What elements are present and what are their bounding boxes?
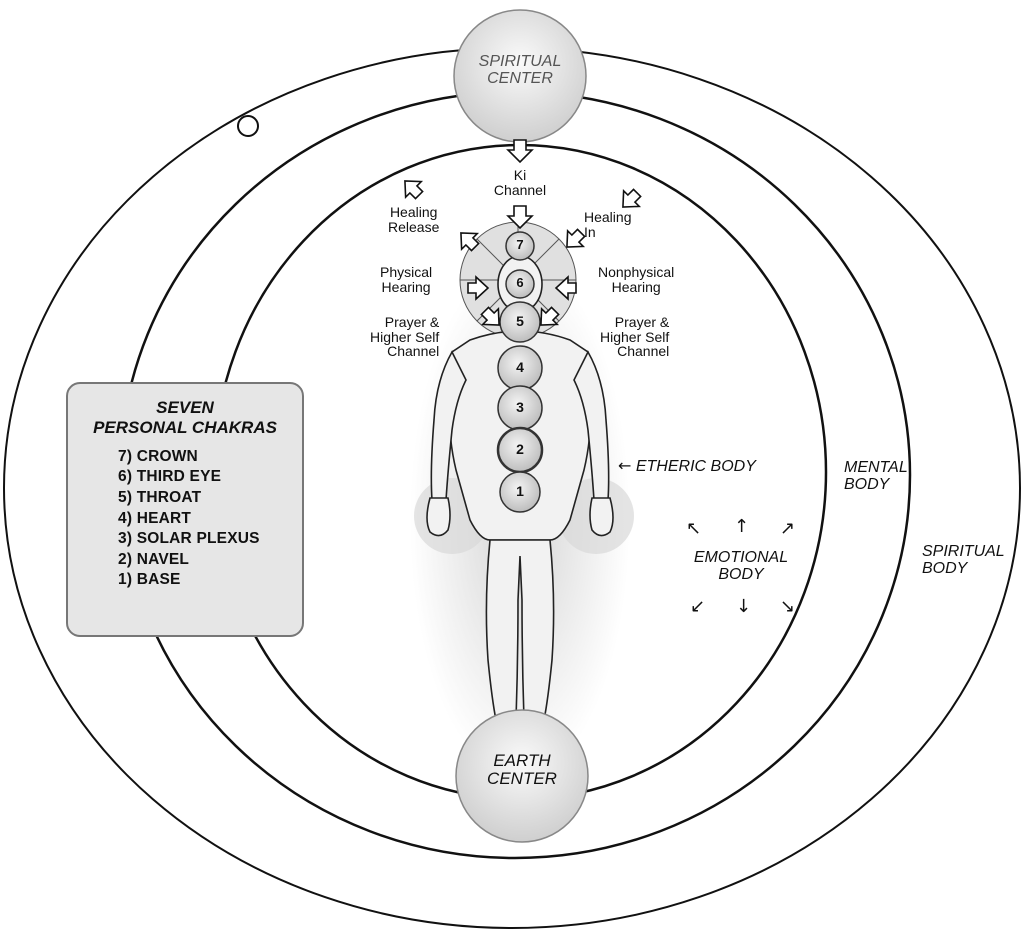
chakra-3-number: 3 bbox=[516, 400, 524, 415]
physical-hearing-line2: Hearing bbox=[380, 280, 432, 295]
chakra-legend: SEVEN PERSONAL CHAKRAS 7) CROWN 6) THIRD… bbox=[66, 382, 304, 637]
prayer-left-line2: Higher Self bbox=[370, 330, 439, 345]
legend-title-line1: SEVEN bbox=[78, 398, 292, 418]
prayer-right-line2: Higher Self bbox=[600, 330, 669, 345]
legend-item-heart: 4) HEART bbox=[118, 509, 292, 530]
legend-item-crown: 7) CROWN bbox=[118, 447, 292, 468]
ki-channel-label: Ki Channel bbox=[494, 168, 546, 197]
earth-center-label: EARTH CENTER bbox=[487, 752, 557, 788]
healing-in-line1: Healing bbox=[584, 210, 631, 225]
prayer-left-line3: Channel bbox=[370, 344, 439, 359]
prayer-right-line1: Prayer & bbox=[600, 315, 669, 330]
healing-release-arrow-outer bbox=[397, 173, 427, 203]
emotional-body-line2: BODY bbox=[694, 567, 788, 584]
chakra-7-number: 7 bbox=[516, 238, 523, 252]
mental-body-label: MENTAL BODY bbox=[844, 460, 908, 494]
legend-list: 7) CROWN 6) THIRD EYE 5) THROAT 4) HEART… bbox=[118, 447, 292, 591]
etheric-arrow-glyph: ← bbox=[618, 456, 631, 475]
mental-body-line1: MENTAL bbox=[844, 460, 908, 477]
chakra-5-number: 5 bbox=[516, 314, 524, 329]
nonphysical-hearing-line2: Hearing bbox=[598, 280, 674, 295]
legend-title-line2: PERSONAL CHAKRAS bbox=[78, 418, 292, 438]
emotional-body-label: EMOTIONAL BODY bbox=[694, 550, 788, 584]
chakra-1-number: 1 bbox=[516, 484, 524, 499]
etheric-body-label: ← ETHERIC BODY bbox=[618, 458, 756, 476]
legend-item-throat: 5) THROAT bbox=[118, 488, 292, 509]
earth-center-line2: CENTER bbox=[487, 770, 557, 788]
spiritual-body-line2: BODY bbox=[922, 561, 1005, 578]
healing-release-line2: Release bbox=[388, 220, 439, 235]
emotional-arrow-down-right: ↘ bbox=[780, 598, 795, 616]
spiritual-body-line1: SPIRITUAL bbox=[922, 544, 1005, 561]
legend-title: SEVEN PERSONAL CHAKRAS bbox=[78, 398, 292, 439]
chakra-6-number: 6 bbox=[516, 276, 523, 290]
healing-release-line1: Healing bbox=[388, 205, 439, 220]
spiritual-body-label: SPIRITUAL BODY bbox=[922, 544, 1005, 578]
physical-hearing-line1: Physical bbox=[380, 265, 432, 280]
emotional-arrow-up: ↑ bbox=[734, 518, 749, 536]
spiritual-center-line1: SPIRITUAL bbox=[479, 54, 562, 71]
healing-in-label: Healing In bbox=[584, 210, 631, 239]
legend-item-base: 1) BASE bbox=[118, 570, 292, 591]
chakra-2-number: 2 bbox=[516, 442, 524, 457]
mental-body-line2: BODY bbox=[844, 477, 908, 494]
prayer-channel-right-label: Prayer & Higher Self Channel bbox=[600, 315, 669, 359]
nonphysical-hearing-line1: Nonphysical bbox=[598, 265, 674, 280]
legend-item-navel: 2) NAVEL bbox=[118, 550, 292, 571]
legend-item-third-eye: 6) THIRD EYE bbox=[118, 467, 292, 488]
emotional-arrow-up-right: ↗ bbox=[780, 520, 795, 538]
ki-arrow-top bbox=[508, 140, 532, 162]
ki-channel-line1: Ki bbox=[494, 168, 546, 183]
etheric-body-text: ETHERIC BODY bbox=[636, 458, 756, 475]
emotional-body-line1: EMOTIONAL bbox=[694, 550, 788, 567]
legend-item-solar-plexus: 3) SOLAR PLEXUS bbox=[118, 529, 292, 550]
ki-channel-line2: Channel bbox=[494, 183, 546, 198]
marker-circle bbox=[238, 116, 258, 136]
nonphysical-hearing-label: Nonphysical Hearing bbox=[598, 265, 674, 294]
healing-in-line2: In bbox=[584, 225, 631, 240]
earth-center-line1: EARTH bbox=[487, 752, 557, 770]
emotional-arrow-up-left: ↖ bbox=[686, 520, 701, 538]
prayer-right-line3: Channel bbox=[600, 344, 669, 359]
spiritual-center-line2: CENTER bbox=[479, 71, 562, 88]
spiritual-center-label: SPIRITUAL CENTER bbox=[479, 54, 562, 88]
healing-release-label: Healing Release bbox=[388, 205, 439, 234]
prayer-left-line1: Prayer & bbox=[370, 315, 439, 330]
emotional-arrow-down: ↓ bbox=[736, 598, 751, 616]
chakra-4-number: 4 bbox=[516, 360, 524, 375]
physical-hearing-label: Physical Hearing bbox=[380, 265, 432, 294]
emotional-arrow-down-left: ↙ bbox=[690, 598, 705, 616]
prayer-channel-left-label: Prayer & Higher Self Channel bbox=[370, 315, 439, 359]
